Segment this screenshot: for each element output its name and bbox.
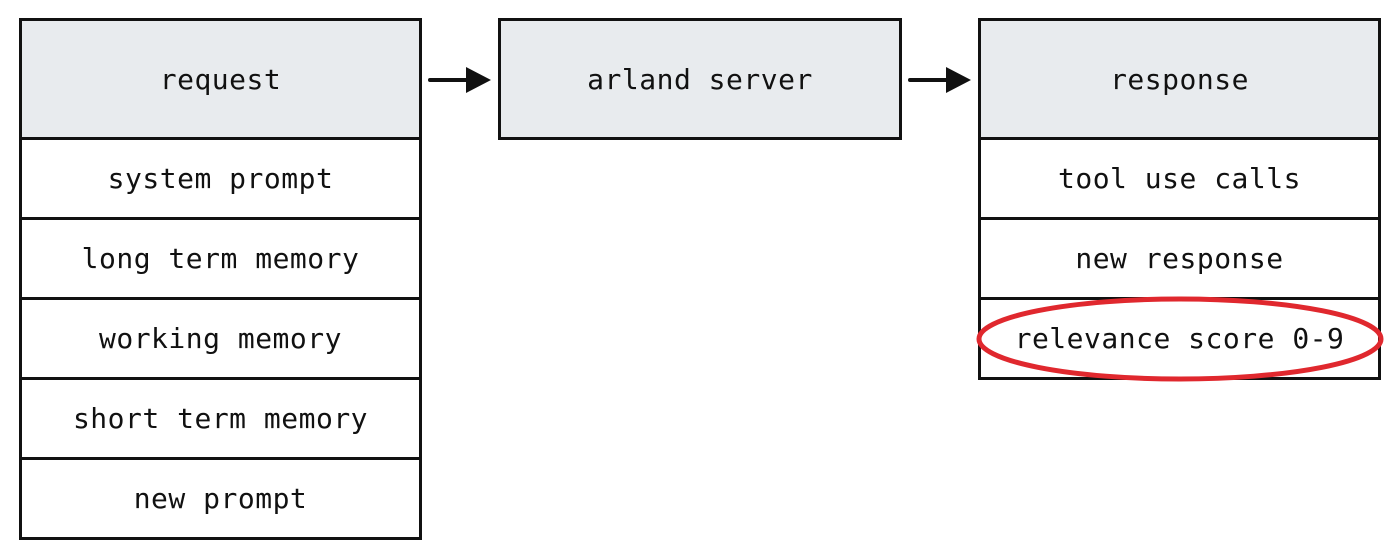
arrow-right-icon	[428, 67, 491, 93]
request-item-long-term-memory: long term memory	[19, 217, 422, 300]
response-item-tool-use-calls: tool use calls	[978, 137, 1381, 220]
response-item-new-response: new response	[978, 217, 1381, 300]
server-header: arland server	[498, 18, 902, 140]
response-item-relevance-score: relevance score 0-9	[978, 297, 1381, 380]
request-stack: request system prompt long term memory w…	[19, 18, 422, 540]
server-stack: arland server	[498, 18, 902, 140]
response-header: response	[978, 18, 1381, 140]
response-stack: response tool use calls new response rel…	[978, 18, 1381, 380]
request-item-short-term-memory: short term memory	[19, 377, 422, 460]
request-header: request	[19, 18, 422, 140]
request-item-new-prompt: new prompt	[19, 457, 422, 540]
arrow-right-icon	[908, 67, 971, 93]
request-item-working-memory: working memory	[19, 297, 422, 380]
request-item-system-prompt: system prompt	[19, 137, 422, 220]
